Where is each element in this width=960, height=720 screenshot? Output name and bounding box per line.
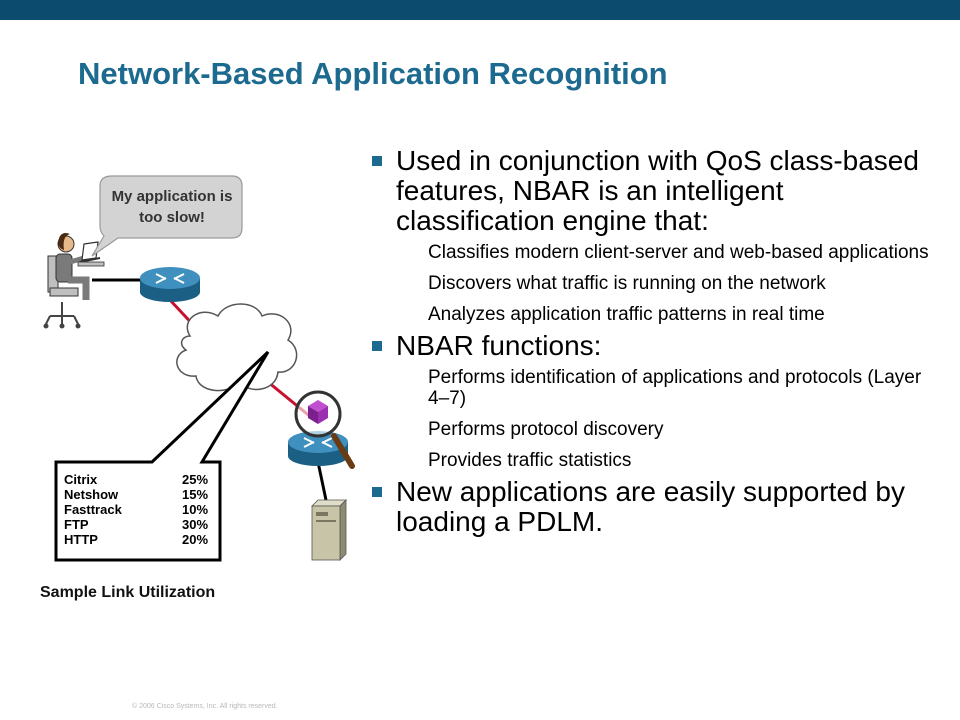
router-icon xyxy=(288,431,348,466)
table-row: Fasttrack 10% xyxy=(56,502,208,517)
app-percent: 20% xyxy=(182,532,209,547)
speech-bubble xyxy=(91,175,243,257)
magnifier-icon xyxy=(294,390,355,469)
copyright-footer: © 2006 Cisco Systems, Inc. All rights re… xyxy=(132,703,278,710)
app-percent: 30% xyxy=(182,517,209,532)
app-name: Fasttrack xyxy=(64,502,122,517)
app-name: Netshow xyxy=(64,487,119,502)
bullet-text: NBAR functions: xyxy=(396,330,602,361)
top-bar xyxy=(0,0,960,20)
router-icon xyxy=(140,267,200,302)
sub-bullet: Provides traffic statistics xyxy=(428,450,632,471)
app-percent: 10% xyxy=(182,502,209,517)
app-percent: 25% xyxy=(182,472,209,487)
sub-bullet-list: Classifies modern client-server and web-… xyxy=(370,242,930,325)
bullet-square-icon xyxy=(372,156,382,166)
bullet-item: New applications are easily supported by… xyxy=(370,477,930,537)
cloud-icon xyxy=(176,303,298,392)
user-at-laptop-icon xyxy=(43,233,105,329)
bullet-item: NBAR functions: xyxy=(370,331,930,361)
slide-title: Network-Based Application Recognition xyxy=(78,56,668,91)
sub-bullet: Classifies modern client-server and web-… xyxy=(428,242,929,263)
link-router-server xyxy=(316,461,328,501)
speech-bubble-text: My application is too slow! xyxy=(111,188,233,226)
utilization-callout xyxy=(54,350,270,562)
server-icon xyxy=(311,499,347,561)
app-percent: 15% xyxy=(182,487,209,502)
bullet-square-icon xyxy=(372,487,382,497)
cube-icon xyxy=(308,400,328,424)
bullet-text: Used in conjunction with QoS class-based… xyxy=(396,145,919,236)
sub-bullet: Performs protocol discovery xyxy=(428,419,664,440)
bullet-list: Used in conjunction with QoS class-based… xyxy=(370,146,930,539)
network-illustration xyxy=(43,175,355,562)
utilization-caption: Sample Link Utilization xyxy=(40,584,216,601)
table-row: HTTP 20% xyxy=(56,532,208,547)
utilization-table: Citrix 25% Netshow 15% Fasttrack 10% FTP… xyxy=(56,462,222,562)
table-row: FTP 30% xyxy=(56,517,208,532)
bullet-square-icon xyxy=(372,341,382,351)
table-row: Citrix 25% xyxy=(56,472,208,487)
sub-bullet: Analyzes application traffic patterns in… xyxy=(428,304,825,325)
sub-bullet: Discovers what traffic is running on the… xyxy=(428,273,826,294)
sub-bullet-list: Performs identification of applications … xyxy=(370,367,930,471)
bullet-item: Used in conjunction with QoS class-based… xyxy=(370,146,930,236)
app-name: HTTP xyxy=(64,532,98,547)
sub-bullet: Performs identification of applications … xyxy=(428,367,922,409)
table-row: Netshow 15% xyxy=(56,487,208,502)
app-name: Citrix xyxy=(64,472,98,487)
bullet-text: New applications are easily supported by… xyxy=(396,476,905,537)
app-name: FTP xyxy=(64,517,89,532)
